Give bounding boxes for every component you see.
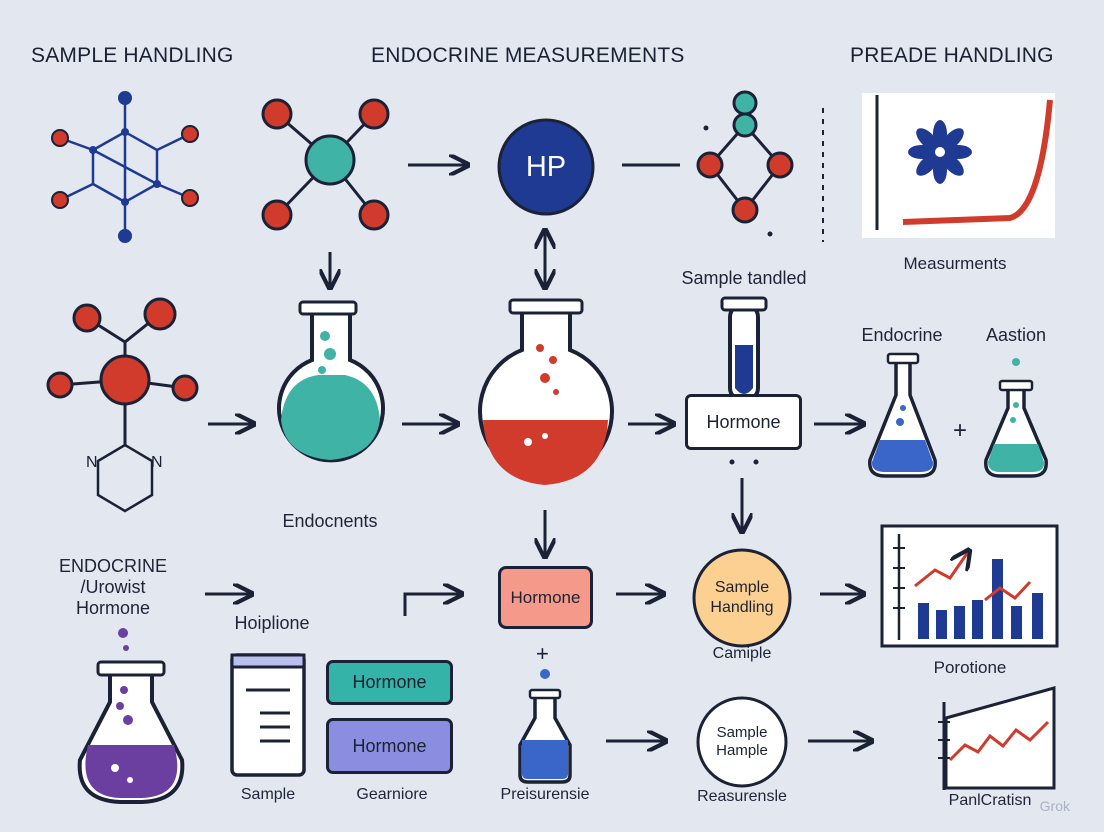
bar-chart-icon <box>880 524 1059 648</box>
plus-symbol-right: + <box>953 417 968 444</box>
flask-purple-icon <box>77 628 185 804</box>
flask-teal-small-icon <box>984 358 1048 478</box>
reasurensle-label: Reasurensle <box>697 788 787 805</box>
plus-symbol-mid: + <box>536 641 549 666</box>
sample-handling-circle-label: Sample Handling <box>710 579 774 616</box>
endocnents-label: Endocnents <box>282 511 378 531</box>
arrow-elbow-to-hormone <box>403 594 460 616</box>
molecule-cube-icon <box>59 98 191 236</box>
flower-chart-icon <box>862 93 1055 238</box>
flask-teal-icon <box>277 300 385 463</box>
flask-blue-bottom-icon <box>518 669 572 784</box>
aastion-label: Aastion <box>985 325 1047 345</box>
document-icon <box>230 653 306 777</box>
header-sample-handling: SAMPLE HANDLING <box>31 44 234 67</box>
sample-hample-circle-label: Sample Hample <box>716 724 768 759</box>
header-preade-handling: PREADE HANDLING <box>850 44 1054 67</box>
preisurensie-label: Preisurensie <box>500 786 590 803</box>
ring-n-right: N <box>151 454 163 471</box>
measurements-label: Measurments <box>903 254 1007 273</box>
hp-circle-shape <box>497 118 595 216</box>
molecule-diamond-icon <box>696 90 794 224</box>
endocrine-urowist-label: ENDOCRINE /Urowist Hormone <box>58 556 167 618</box>
flask-red-icon <box>478 298 614 485</box>
hormone-box-pink: Hormone <box>498 566 593 629</box>
molecule-ring-icon <box>46 297 199 513</box>
camiple-label: Camiple <box>712 645 772 662</box>
endocrine-label: Endocrine <box>861 325 943 345</box>
hormone-box-teal: Hormone <box>326 660 453 705</box>
hormone-box-mid: Hormone <box>685 394 802 450</box>
grok-watermark: Grok <box>1039 798 1070 814</box>
sample-handling-circle-shape <box>692 548 792 648</box>
ring-n-left: N <box>86 454 98 471</box>
header-endocrine-measurements: ENDOCRINE MEASUREMENTS <box>371 44 685 67</box>
hoiplione-label: Hoiplione <box>234 613 310 633</box>
flask-blue-icon <box>868 352 937 478</box>
hormone-box-purple: Hormone <box>326 718 453 774</box>
gearniore-label: Gearniore <box>356 786 428 803</box>
molecule-cube-atoms <box>51 91 199 243</box>
line-graph-icon <box>938 686 1056 790</box>
porotione-label: Porotione <box>933 658 1007 677</box>
sample-tandled-label: Sample tandled <box>681 268 807 288</box>
sample-hample-circle-shape <box>696 696 788 788</box>
hp-label: HP <box>525 150 567 183</box>
molecule-teal-icon <box>261 98 390 231</box>
test-tube-icon <box>720 296 768 402</box>
panlcratisn-label: PanlCratisn <box>948 792 1032 809</box>
sample-label: Sample <box>240 786 296 803</box>
